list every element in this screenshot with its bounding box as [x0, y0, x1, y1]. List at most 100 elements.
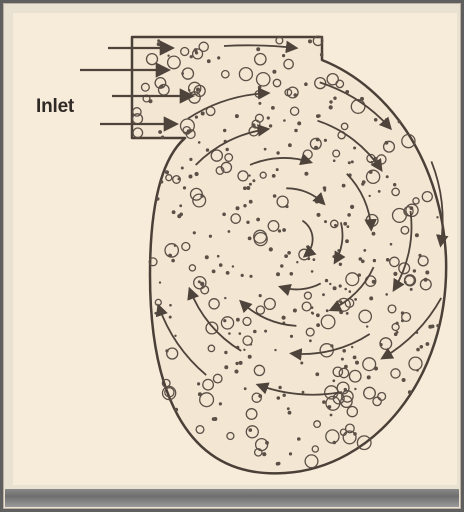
particle-small: [198, 141, 200, 143]
particle-small: [353, 147, 355, 149]
particle-small: [361, 260, 364, 263]
particle-small: [249, 183, 251, 185]
particle-small: [247, 186, 250, 189]
particle-small: [317, 213, 320, 216]
particle-small: [169, 316, 171, 318]
particle-small: [219, 403, 222, 406]
particle-small: [344, 365, 347, 368]
particle-small: [326, 310, 328, 312]
particle-small: [333, 441, 336, 444]
particle-small: [168, 55, 170, 57]
particle-small: [239, 333, 241, 335]
particle-small: [402, 378, 405, 381]
particle-small: [360, 97, 363, 100]
particle-small: [217, 57, 220, 60]
particle-small: [295, 129, 298, 132]
particle-small: [183, 187, 186, 190]
particle-small: [420, 345, 423, 348]
particle-small: [341, 358, 343, 360]
particle-small: [212, 270, 215, 273]
particle-small: [320, 53, 323, 56]
inlet-label: Inlet: [36, 96, 74, 118]
particle-small: [250, 275, 253, 278]
particle-small: [426, 271, 429, 274]
particle-small: [371, 161, 373, 163]
particle-small: [189, 175, 192, 178]
particle-small: [258, 86, 261, 89]
particle-small: [175, 408, 178, 411]
particle-small: [259, 294, 262, 297]
particle-small: [437, 216, 439, 218]
particle-small: [385, 119, 388, 122]
particle-small: [165, 171, 168, 174]
particle-small: [155, 312, 157, 314]
particle-small: [301, 362, 303, 364]
particle-small: [343, 349, 346, 352]
particle-small: [324, 139, 327, 142]
particle-small: [283, 394, 286, 397]
particle-small: [269, 125, 272, 128]
particle-small: [228, 333, 230, 335]
particle-small: [372, 280, 375, 283]
particle-small: [315, 200, 318, 203]
particle-small: [330, 101, 333, 104]
particle-small: [170, 304, 172, 306]
particle-small: [323, 187, 326, 190]
particle-small: [276, 462, 279, 465]
particle-small: [264, 148, 266, 150]
particle-small: [205, 256, 208, 259]
particle-small: [362, 181, 365, 184]
particle-small: [273, 70, 276, 73]
particle-small: [394, 333, 397, 336]
particle-small: [322, 294, 324, 296]
particle-small: [159, 282, 161, 284]
particle-small: [348, 162, 350, 164]
particle-small: [161, 136, 164, 139]
particle-small: [296, 261, 298, 263]
particle-small: [386, 258, 389, 261]
particle-small: [236, 362, 239, 365]
particle-small: [297, 438, 300, 441]
particle-small: [351, 161, 353, 163]
particle-small: [302, 391, 304, 393]
particle-small: [350, 205, 354, 209]
particle-small: [172, 211, 175, 214]
particle-small: [417, 348, 420, 351]
particle-small: [339, 263, 342, 266]
particle-small: [193, 232, 196, 235]
particle-small: [277, 397, 280, 400]
particle-small: [354, 432, 357, 435]
particle-small: [410, 288, 412, 290]
particle-small: [314, 146, 317, 149]
particle-small: [316, 314, 319, 317]
particle-small: [279, 386, 282, 389]
particle-small: [257, 218, 260, 221]
particle-small: [374, 118, 377, 121]
particle-small: [217, 255, 219, 257]
particle-small: [390, 243, 392, 245]
particle-small: [264, 330, 266, 332]
particle-small: [280, 265, 283, 268]
particle-small: [252, 124, 256, 128]
particle-small: [290, 335, 293, 338]
particle-small: [159, 130, 162, 133]
particle-small: [329, 106, 333, 110]
particle-small: [249, 200, 252, 203]
particle-small: [289, 453, 292, 456]
particle-small: [253, 330, 256, 333]
particle-small: [353, 356, 356, 359]
particle-small: [259, 394, 262, 397]
particle-small: [408, 391, 411, 394]
particle-small: [393, 183, 396, 186]
particle-small: [225, 351, 228, 354]
particle-small: [149, 100, 152, 103]
particle-small: [370, 297, 373, 300]
particle-small: [333, 287, 336, 290]
particle-small: [226, 271, 229, 274]
particle-small: [269, 248, 273, 252]
particle-small: [232, 266, 234, 268]
particle-small: [410, 207, 413, 210]
particle-small: [223, 213, 226, 216]
particle-small: [201, 112, 204, 115]
